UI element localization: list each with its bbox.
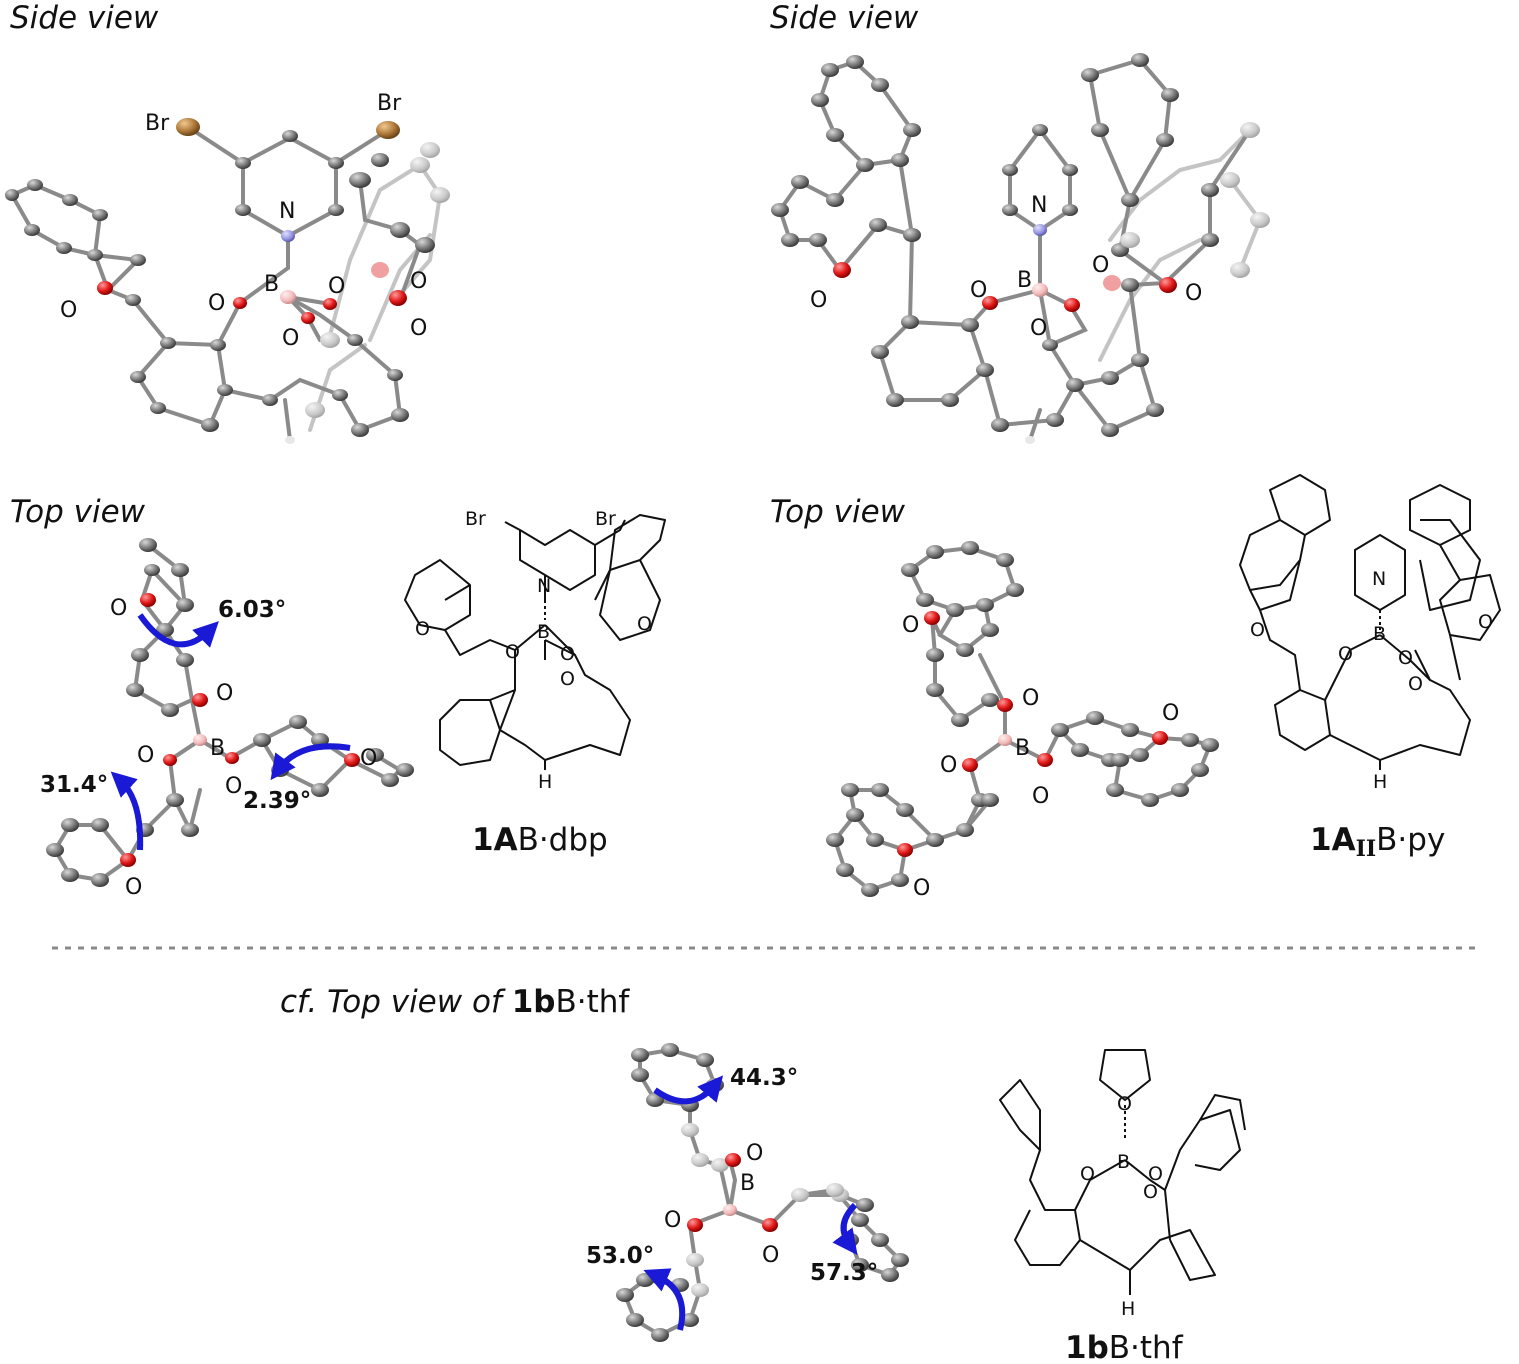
- angle-label: 57.3°: [810, 1260, 878, 1286]
- angle-label: 53.0°: [586, 1243, 654, 1269]
- label-o: O: [1032, 784, 1049, 809]
- atom: [376, 121, 400, 139]
- label-o: O: [125, 875, 142, 900]
- rotation-arrow-icon: [270, 743, 351, 781]
- label-o: O: [410, 316, 427, 341]
- rotation-arrow-icon: [653, 1075, 724, 1105]
- label-br: Br: [145, 111, 170, 136]
- label-o: O: [1148, 1163, 1163, 1185]
- label-o: O: [1030, 316, 1047, 341]
- label-o: O: [1408, 673, 1423, 695]
- label-br: Br: [377, 91, 402, 116]
- label-o: O: [1143, 1181, 1158, 1203]
- rotation-arrow-icon: [643, 1268, 686, 1331]
- label-o: O: [810, 288, 827, 313]
- compound-label-py: 1AIIB·py: [1310, 822, 1445, 862]
- angle-label: 6.03°: [218, 597, 286, 623]
- label-br: Br: [465, 508, 486, 530]
- rotation-arrow-icon: [832, 1202, 858, 1256]
- label-o: O: [208, 291, 225, 316]
- label-o: O: [1250, 619, 1265, 641]
- angle-label: 44.3°: [730, 1065, 798, 1091]
- label-o: O: [913, 876, 930, 901]
- angle-label: 2.39°: [243, 788, 311, 814]
- label-n: N: [1372, 568, 1386, 590]
- label-h: H: [1121, 1298, 1135, 1320]
- label-o: O: [1185, 281, 1202, 306]
- label-o: O: [1338, 643, 1353, 665]
- label-h: H: [538, 771, 552, 793]
- heading-side-right: Side view: [770, 0, 919, 36]
- heading-side-left: Side view: [10, 0, 159, 36]
- structure-drawing-dbp: Br Br N B O O O O O H: [404, 508, 666, 793]
- ortep-top-view-thf: O B O O 44.3° 53.0° 57.3°: [586, 1043, 909, 1342]
- ortep-side-view-py: N B O O O O O: [771, 53, 1270, 444]
- label-o: O: [137, 743, 154, 768]
- label-o: O: [415, 618, 430, 640]
- label-o: O: [1162, 701, 1179, 726]
- label-o: O: [1117, 1093, 1132, 1115]
- label-o: O: [970, 278, 987, 303]
- label-o: O: [1478, 611, 1493, 633]
- label-o: O: [410, 269, 427, 294]
- label-o: O: [1398, 647, 1413, 669]
- label-b: B: [1015, 736, 1030, 761]
- ortep-top-view-py: O O B O O O O: [826, 541, 1219, 901]
- label-o: O: [637, 613, 652, 635]
- structure-drawing-py: N B O O O O O H: [1239, 474, 1501, 793]
- label-o: O: [505, 641, 520, 663]
- label-o: O: [1080, 1163, 1095, 1185]
- label-o: O: [1022, 686, 1039, 711]
- heading-cf: cf. Top view of 1bB·thf: [280, 984, 630, 1020]
- label-h: H: [1373, 771, 1387, 793]
- angle-label: 31.4°: [40, 772, 108, 798]
- label-o: O: [225, 774, 242, 799]
- label-o: O: [328, 274, 345, 299]
- label-n: N: [279, 199, 295, 224]
- label-b: B: [537, 621, 550, 643]
- heading-top-right: Top view: [770, 494, 906, 530]
- compound-label-dbp: 1AB·dbp: [472, 822, 608, 858]
- label-n: N: [537, 575, 551, 597]
- compound-label-thf: 1bB·thf: [1065, 1330, 1184, 1364]
- label-o: O: [110, 596, 127, 621]
- label-b: B: [1017, 268, 1032, 293]
- label-o: O: [360, 746, 377, 771]
- label-o: O: [282, 326, 299, 351]
- ortep-side-view-dbp: Br Br N B O O O O O O: [5, 91, 450, 444]
- label-o: O: [902, 613, 919, 638]
- label-o: O: [1092, 253, 1109, 278]
- label-b: B: [1117, 1151, 1130, 1173]
- ortep-top-view-dbp: O O B O O O O 6.03° 31.4° 2.39°: [40, 538, 414, 900]
- label-b: B: [264, 272, 279, 297]
- label-b: B: [1373, 623, 1386, 645]
- label-o: O: [560, 643, 575, 665]
- heading-top-left: Top view: [10, 494, 146, 530]
- label-n: N: [1031, 193, 1047, 218]
- label-b: B: [210, 736, 225, 761]
- label-b: B: [740, 1171, 755, 1196]
- label-o: O: [762, 1243, 779, 1268]
- label-o: O: [216, 681, 233, 706]
- atom: [176, 118, 200, 136]
- label-o: O: [60, 298, 77, 323]
- rotation-arrow-icon: [137, 613, 219, 648]
- structure-drawing-thf: O B O O O H: [999, 1049, 1246, 1320]
- label-o: O: [746, 1141, 763, 1166]
- label-o: O: [940, 753, 957, 778]
- rotation-arrow-icon: [110, 771, 144, 851]
- label-br: Br: [595, 508, 616, 530]
- label-o: O: [664, 1208, 681, 1233]
- label-o: O: [560, 668, 575, 690]
